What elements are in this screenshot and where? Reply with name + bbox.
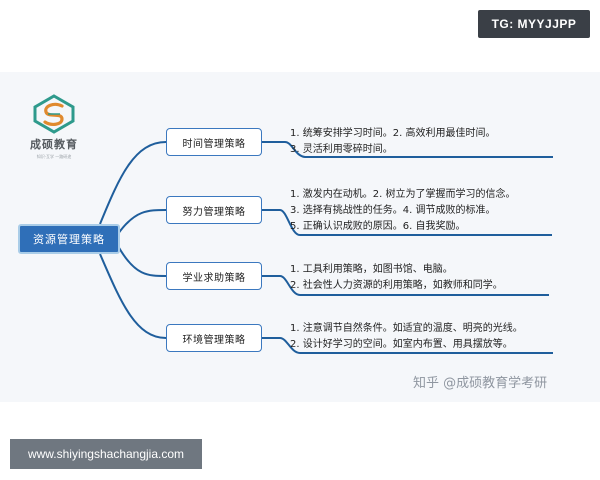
logo: 成硕教育 知识·互学 一路研途 bbox=[26, 94, 82, 160]
branch-items-time: 1. 统筹安排学习时间。2. 高效利用最佳时间。 3. 灵活利用零碎时间。 bbox=[290, 126, 495, 158]
list-item: 5. 正确认识成败的原因。6. 自我奖励。 bbox=[290, 221, 466, 232]
branch-node-help-seeking: 学业求助策略 bbox=[166, 262, 262, 290]
logo-name: 成硕教育 bbox=[30, 138, 78, 151]
branch-items-effort: 1. 激发内在动机。2. 树立为了掌握而学习的信念。 3. 选择有挑战性的任务。… bbox=[290, 187, 515, 235]
branch-label: 努力管理策略 bbox=[182, 206, 246, 218]
list-item: 3. 灵活利用零碎时间。 bbox=[290, 144, 393, 155]
watermark: 知乎 @成硕教育学考研 bbox=[413, 376, 548, 391]
list-item: 2. 社会性人力资源的利用策略，如教师和同学。 bbox=[290, 280, 503, 291]
connector-time-underline bbox=[262, 141, 553, 158]
branch-label: 环境管理策略 bbox=[182, 334, 246, 346]
connector-env-underline bbox=[262, 337, 553, 354]
connector-env bbox=[99, 253, 167, 339]
site-url-badge: www.shiyingshachangjia.com bbox=[10, 439, 202, 469]
top-tag-badge: TG: MYYJJPP bbox=[478, 10, 590, 38]
list-item: 1. 注意调节自然条件。如适宜的温度、明亮的光线。 bbox=[290, 323, 523, 334]
branch-node-effort: 努力管理策略 bbox=[166, 196, 262, 224]
list-item: 3. 选择有挑战性的任务。4. 调节成败的标准。 bbox=[290, 205, 496, 216]
branch-node-time: 时间管理策略 bbox=[166, 128, 262, 156]
central-topic-node: 资源管理策略 bbox=[18, 224, 120, 254]
connector-help-underline bbox=[262, 275, 549, 296]
branch-node-environment: 环境管理策略 bbox=[166, 324, 262, 352]
list-item: 2. 设计好学习的空间。如室内布置、用具摆放等。 bbox=[290, 339, 513, 350]
connector-effort-underline bbox=[262, 209, 552, 236]
branch-label: 学业求助策略 bbox=[182, 272, 246, 284]
list-item: 1. 统筹安排学习时间。2. 高效利用最佳时间。 bbox=[290, 128, 496, 139]
connector-time bbox=[99, 141, 167, 225]
logo-tagline: 知识·互学 一路研途 bbox=[36, 154, 72, 159]
connector-help bbox=[117, 245, 167, 277]
central-topic-label: 资源管理策略 bbox=[33, 233, 105, 246]
branch-items-environment: 1. 注意调节自然条件。如适宜的温度、明亮的光线。 2. 设计好学习的空间。如室… bbox=[290, 321, 523, 353]
branch-items-help-seeking: 1. 工具利用策略，如图书馆、电脑。 2. 社会性人力资源的利用策略，如教师和同… bbox=[290, 262, 503, 294]
logo-emblem-icon bbox=[33, 94, 75, 134]
list-item: 1. 激发内在动机。2. 树立为了掌握而学习的信念。 bbox=[290, 189, 516, 200]
branch-label: 时间管理策略 bbox=[182, 138, 246, 150]
connector-effort bbox=[117, 209, 167, 235]
list-item: 1. 工具利用策略，如图书馆、电脑。 bbox=[290, 264, 453, 275]
